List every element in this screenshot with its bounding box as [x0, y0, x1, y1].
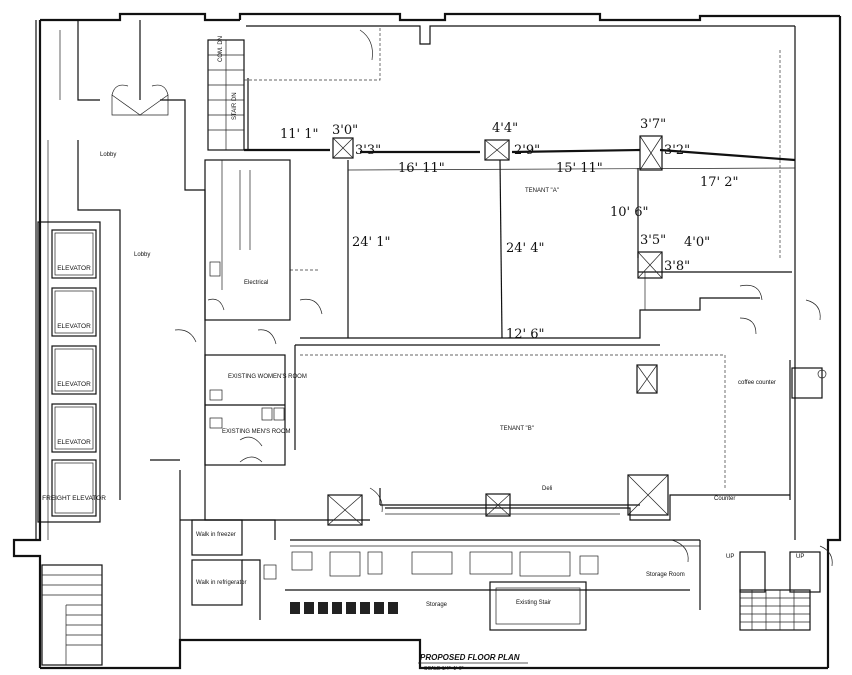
- elevator-label-4: ELEVATOR: [57, 439, 91, 446]
- deli-counter: [385, 494, 790, 521]
- freight-elevator: [51, 459, 97, 517]
- dim-3-8: 3'8": [664, 259, 690, 274]
- coffee-counter-label: coffee counter: [738, 380, 776, 386]
- elevator-label-1: ELEVATOR: [57, 265, 91, 272]
- dim-17-2: 17' 2": [700, 175, 739, 190]
- right-stair: [739, 589, 811, 631]
- elevator-bank: ELEVATOR ELEVATOR ELEVATOR ELEVATOR FREI…: [37, 221, 106, 523]
- dim-3-3: 3'3": [355, 143, 381, 158]
- existing-stair-label: Existing Stair: [516, 600, 551, 606]
- column-7: [327, 494, 363, 526]
- restrooms: EXISTING WOMEN'S ROOM EXISTING MEN'S ROO…: [204, 354, 307, 466]
- dim-24-4: 24' 4": [506, 241, 545, 256]
- lobby-upper-label: Lobby: [100, 152, 116, 158]
- stair-up-left-label: UP: [726, 554, 734, 560]
- com-dn-label: COM. DN: [218, 36, 224, 62]
- column-6: [627, 474, 669, 516]
- counter-label: Counter: [714, 496, 735, 502]
- mens-room-label: EXISTING MEN'S ROOM: [222, 429, 290, 435]
- tenant-a-label: TENANT "A": [525, 188, 559, 194]
- dim-11-1: 11' 1": [280, 127, 319, 142]
- electrical-room: Electrical: [204, 159, 291, 321]
- title-block: PROPOSED FLOOR PLAN SCALE 1/4"=1'-0": [418, 653, 528, 672]
- walk-in-refrigerator-label: Walk in refrigerator: [196, 580, 246, 586]
- upper-stair: COM. DN STAIR DN: [207, 36, 245, 151]
- dim-3-7: 3'7": [640, 117, 666, 132]
- dim-12-6: 12' 6": [506, 327, 545, 342]
- drawing-title: PROPOSED FLOOR PLAN: [420, 653, 520, 662]
- dim-3-0: 3'0": [332, 123, 358, 138]
- lobby-double-door: [111, 84, 169, 116]
- fryer-row: [290, 602, 398, 614]
- dim-2-9: 2'9": [514, 143, 540, 158]
- column-2: [484, 139, 510, 161]
- tenant-b-label: TENANT "B": [500, 426, 534, 432]
- electrical-label: Electrical: [244, 280, 268, 286]
- storage-label: Storage: [426, 602, 448, 608]
- elevator-1: [51, 229, 97, 279]
- dim-24-1: 24' 1": [352, 235, 391, 250]
- dim-3-2: 3'2": [664, 143, 690, 158]
- lobby-lower-label: Lobby: [134, 252, 150, 258]
- elevator-4: [51, 403, 97, 453]
- dim-3-5: 3'5": [640, 233, 666, 248]
- drawing-scale: SCALE 1/4"=1'-0": [424, 666, 464, 672]
- womens-room-label: EXISTING WOMEN'S ROOM: [228, 374, 307, 380]
- dim-15-11: 15' 11": [556, 161, 603, 176]
- column-8: [485, 493, 511, 517]
- kitchen-area: [180, 519, 821, 631]
- exterior-walls: [12, 12, 842, 670]
- dim-10-6: 10' 6": [610, 205, 649, 220]
- dim-16-11: 16' 11": [398, 161, 445, 176]
- freight-elevator-label: FREIGHT ELEVATOR: [42, 495, 106, 502]
- elevator-3: [51, 345, 97, 395]
- stair-up-right-label: UP: [796, 554, 804, 560]
- stair-dn-label: STAIR DN: [232, 92, 238, 120]
- dim-4-4: 4'4": [492, 121, 518, 136]
- lower-left-stair: [41, 564, 103, 666]
- elevator-label-3: ELEVATOR: [57, 381, 91, 388]
- dim-4-0: 4'0": [684, 235, 710, 250]
- storage-room-label: Storage Room: [646, 572, 685, 578]
- walk-in-freezer-label: Walk in freezer: [196, 532, 236, 538]
- column-5: [636, 364, 658, 394]
- elevator-2: [51, 287, 97, 337]
- column-4: [637, 251, 663, 279]
- tenant-b-walls: [294, 345, 827, 506]
- elevator-label-2: ELEVATOR: [57, 323, 91, 330]
- column-1: [332, 137, 354, 159]
- deli-label: Deli: [542, 486, 552, 492]
- column-3: [639, 135, 663, 171]
